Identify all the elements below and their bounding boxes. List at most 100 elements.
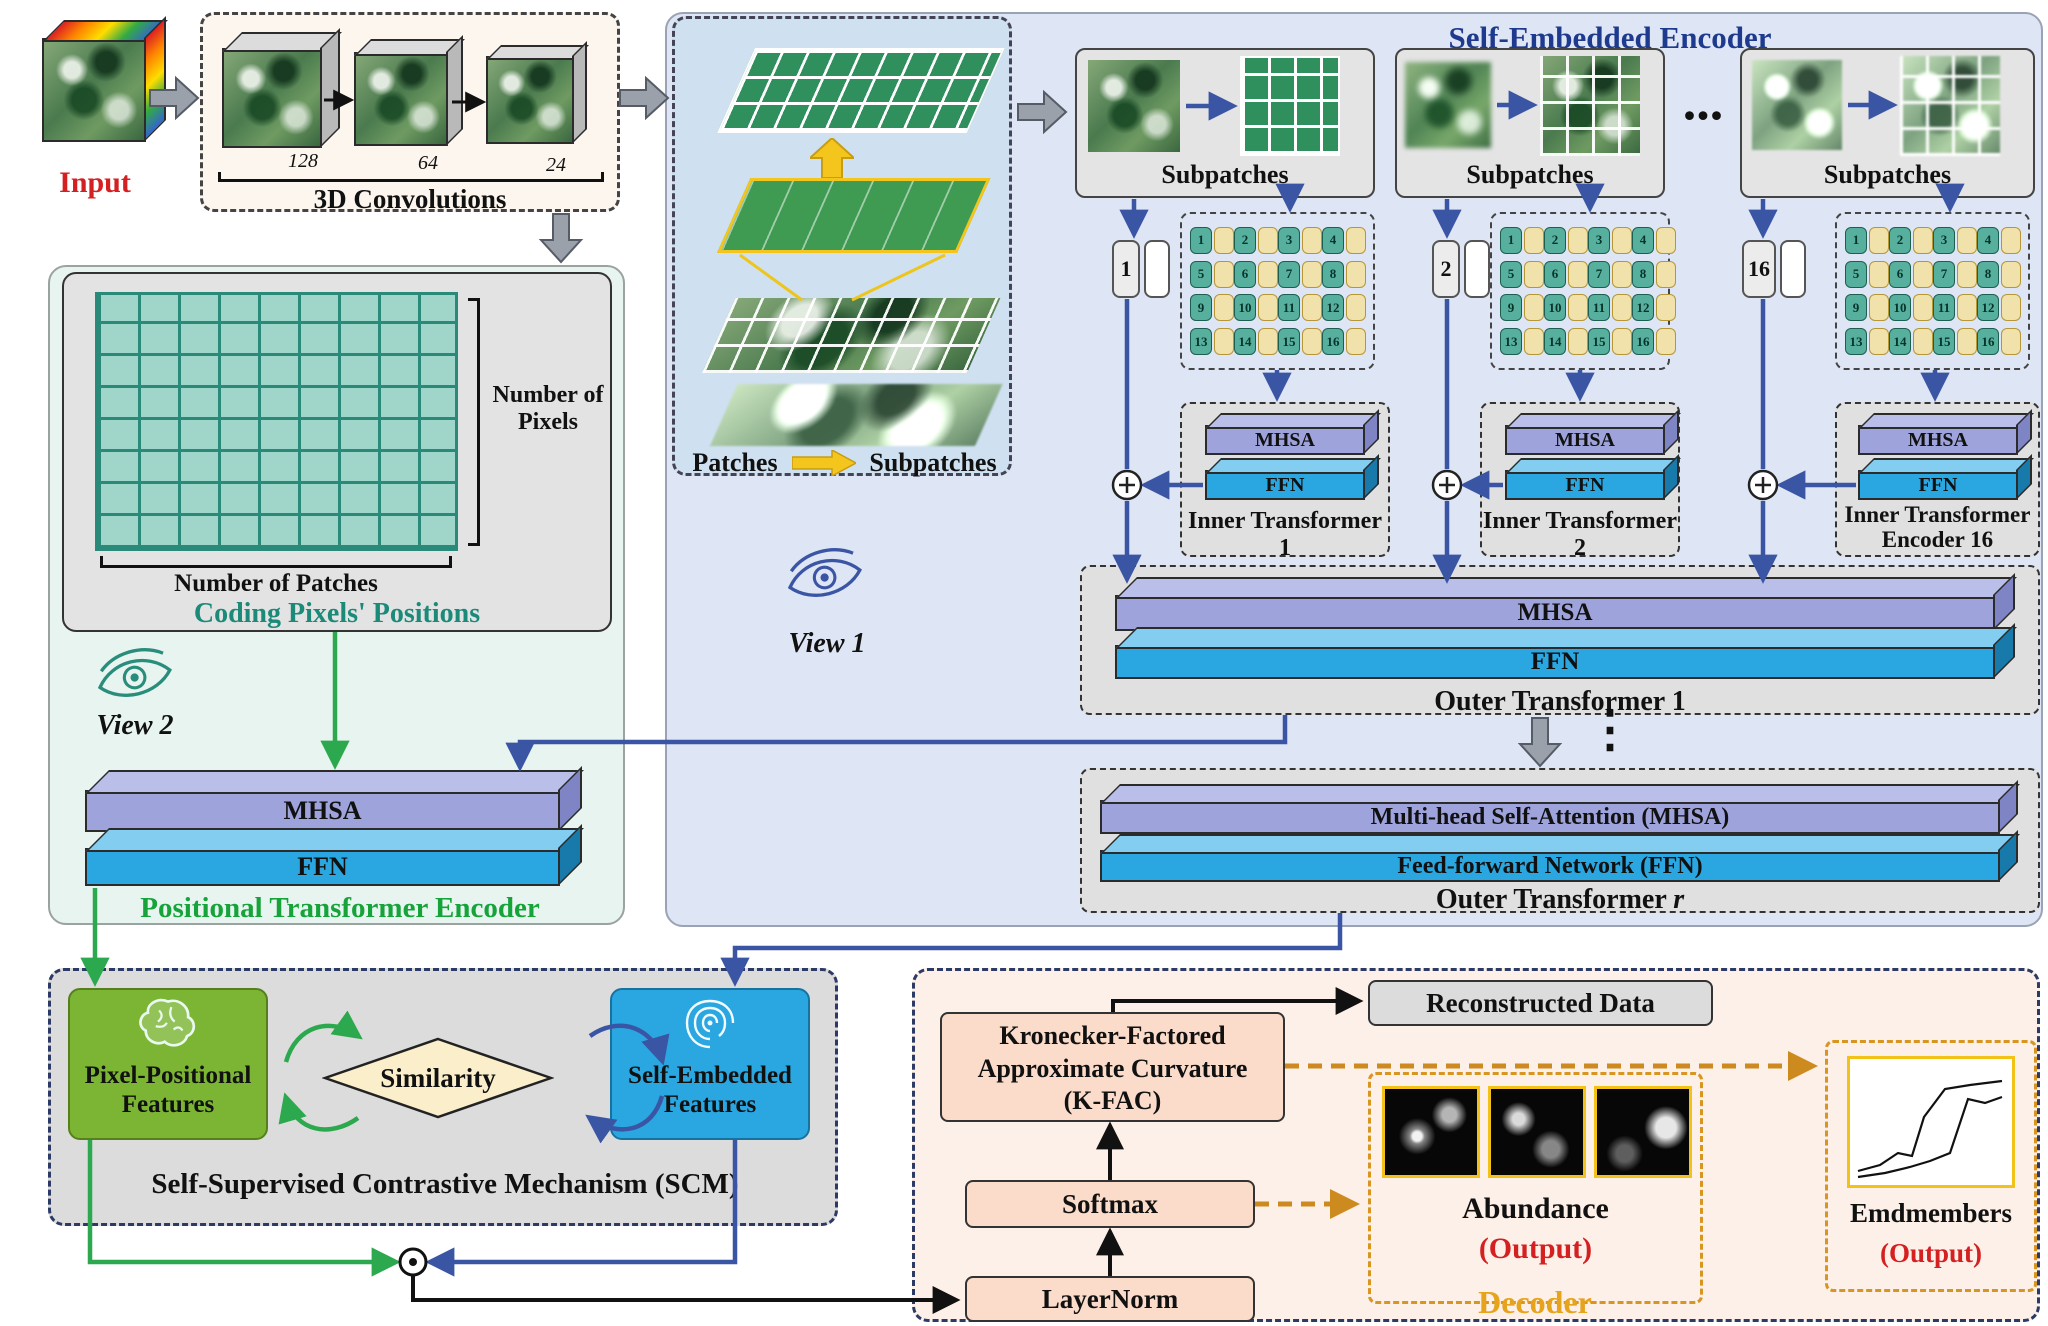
token-cell: 3 <box>1278 226 1322 254</box>
token-cell: 6 <box>1889 260 1933 288</box>
token-embedding-pill <box>1214 260 1234 288</box>
token-number-chip: 11 <box>1278 294 1300 322</box>
token-number-chip: 13 <box>1500 328 1522 356</box>
pixel-position-grid <box>95 292 458 551</box>
subpatches-label-16: Subpatches <box>1823 160 1952 189</box>
conv-cube-1 <box>222 48 322 148</box>
class-token-2: 2 <box>1432 240 1460 298</box>
token-embedding-pill <box>1258 226 1278 254</box>
token-number-chip: 10 <box>1234 294 1256 322</box>
token-cell: 3 <box>1933 226 1977 254</box>
token-number-chip: 10 <box>1889 294 1911 322</box>
token-number-chip: 8 <box>1632 260 1654 288</box>
token-embedding-pill <box>1612 294 1632 322</box>
outer-r-caption-var: r <box>1673 884 1685 915</box>
token-cell: 8 <box>1322 260 1366 288</box>
token-cell: 7 <box>1588 260 1632 288</box>
token-cell: 15 <box>1278 328 1322 356</box>
token-number-chip: 3 <box>1588 226 1610 254</box>
endmember-curves-chart <box>1847 1056 2015 1188</box>
subpatch-image-2 <box>1405 62 1491 148</box>
token-embedding-pill <box>1913 328 1933 356</box>
token-embedding-pill <box>1302 226 1322 254</box>
token-embedding-pill <box>1302 260 1322 288</box>
token-cell: 11 <box>1278 294 1322 322</box>
token-embedding-pill <box>2001 328 2021 356</box>
conv-cube-3 <box>486 56 574 144</box>
token-embedding-pill <box>1957 260 1977 288</box>
token-cell: 11 <box>1588 294 1632 322</box>
token-embedding-pill <box>1656 328 1676 356</box>
subpatch-grid-2 <box>1540 56 1640 156</box>
token-embedding-pill <box>1214 328 1234 356</box>
token-embedding-pill <box>1869 226 1889 254</box>
token-cell: 11 <box>1933 294 1977 322</box>
token-embedding-pill <box>1258 294 1278 322</box>
token-number-chip: 1 <box>1190 226 1212 254</box>
outer-r-caption-prefix: Outer Transformer <box>1435 884 1674 915</box>
inner1-ffn-slab: FFN <box>1205 470 1365 500</box>
token-embedding-pill <box>1524 294 1544 322</box>
token-cell: 12 <box>1632 294 1676 322</box>
token-cell: 9 <box>1845 294 1889 322</box>
similarity-diamond <box>322 1037 554 1119</box>
token-embedding-pill <box>1524 260 1544 288</box>
token-embedding-pill <box>1214 294 1234 322</box>
inner1-mhsa-slab: MHSA <box>1205 425 1365 455</box>
subpatch-image-16 <box>1752 60 1842 150</box>
token-cell: 5 <box>1845 260 1889 288</box>
token-cell: 10 <box>1544 294 1588 322</box>
inner2-caption: Inner Transformer 2 <box>1483 508 1677 561</box>
endmembers-output-label: (Output) <box>1879 1238 1982 1268</box>
layernorm-box: LayerNorm <box>965 1276 1255 1322</box>
token-cell: 1 <box>1845 226 1889 254</box>
subpatch-grid-16 <box>1900 56 2000 156</box>
positional-mhsa-label: MHSA <box>283 796 362 825</box>
token-embedding-pill <box>1346 294 1366 322</box>
token-embedding-pill <box>2001 294 2021 322</box>
token-cell: 6 <box>1234 260 1278 288</box>
inner1-ffn-label: FFN <box>1265 473 1305 496</box>
kfac-line-2: Approximate Curvature <box>977 1053 1248 1083</box>
subpatch-grid-1 <box>1240 56 1340 156</box>
token-number-chip: 9 <box>1190 294 1212 322</box>
self-embedded-features-label: Self-Embedded Features <box>628 1062 792 1118</box>
token-embedding-pill <box>1957 328 1977 356</box>
subpatches-label-1: Subpatches <box>1161 160 1289 189</box>
token-cell: 2 <box>1544 226 1588 254</box>
token-cell: 14 <box>1234 328 1278 356</box>
token-cell: 4 <box>1977 226 2021 254</box>
groups-ellipsis: ... <box>1682 71 1724 131</box>
token-cell: 9 <box>1500 294 1544 322</box>
token-cell: 13 <box>1190 328 1234 356</box>
token-cell: 10 <box>1234 294 1278 322</box>
token-number-chip: 9 <box>1500 294 1522 322</box>
patches-to-subpatches-arrow-icon <box>792 450 856 476</box>
token-embedding-pill <box>1656 226 1676 254</box>
patch-grid-plane <box>717 48 1005 133</box>
pixels-brace <box>468 298 480 546</box>
token-cell: 5 <box>1190 260 1234 288</box>
outer-r-mhsa-label: Multi-head Self-Attention (MHSA) <box>1370 803 1730 830</box>
patches-caption-right: Subpatches <box>869 448 997 477</box>
endmembers-label: Emdmembers <box>1850 1198 2012 1228</box>
token-slot-16 <box>1780 240 1806 298</box>
token-embedding-pill <box>1258 260 1278 288</box>
stack-dots: ⋮ <box>1585 701 1635 757</box>
token-cell: 4 <box>1322 226 1366 254</box>
token-cell: 13 <box>1845 328 1889 356</box>
scm-caption: Self-Supervised Contrastive Mechanism (S… <box>151 1168 739 1200</box>
outer1-mhsa-slab: MHSA <box>1115 595 1995 631</box>
token-number-chip: 16 <box>1632 328 1654 356</box>
abundance-label: Abundance <box>1462 1192 1609 1225</box>
view2-eye-icon <box>97 648 172 697</box>
conv-to-coding-arrow <box>538 213 584 264</box>
inner16-caption: Inner Transformer Encoder 16 <box>1844 502 2031 553</box>
token-slot-1 <box>1144 240 1170 298</box>
token-number-chip: 16 <box>1322 328 1344 356</box>
token-number-chip: 15 <box>1933 328 1955 356</box>
positional-ffn-slab: FFN <box>85 848 560 886</box>
token-number-chip: 6 <box>1234 260 1256 288</box>
